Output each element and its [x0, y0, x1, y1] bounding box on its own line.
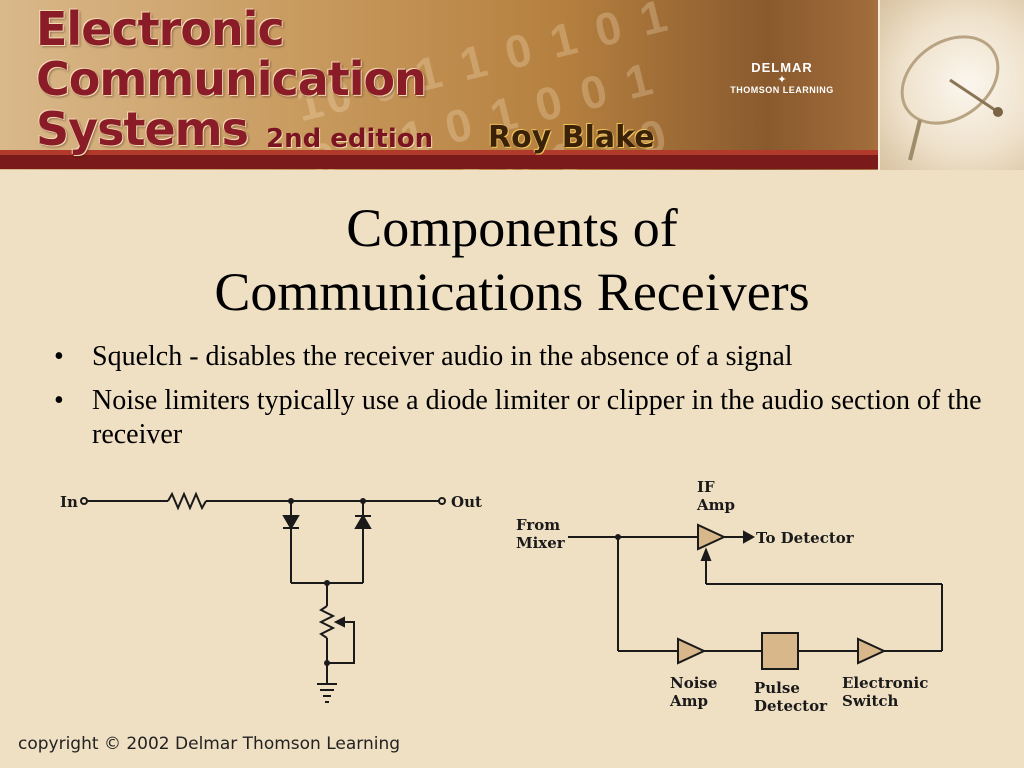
- electronic-switch-label-line-2: Switch: [842, 692, 899, 710]
- diode-limiter-circuit: In Out: [60, 491, 482, 703]
- noise-amp-label-line-2: Amp: [669, 692, 708, 710]
- bullet-text: Squelch - disables the receiver audio in…: [92, 341, 793, 372]
- slide-title-line-2: Communications Receivers: [214, 262, 810, 322]
- limiter-diode-down: [282, 515, 300, 530]
- pulse-detector-block: [761, 632, 799, 670]
- satellite-dish-image: [878, 0, 1024, 170]
- bullet-text: Noise limiters typically use a diode lim…: [92, 385, 982, 450]
- arrow-right-icon: [743, 530, 756, 544]
- publisher-star-icon: ✦: [777, 74, 787, 86]
- to-detector-label: To Detector: [756, 529, 855, 547]
- limiter-input-label: In: [60, 493, 78, 511]
- book-banner: 10 0 1 1 0 1 0 10 1 1 0 1 0 0 11 0 1 0 0…: [0, 0, 1024, 170]
- limiter-diode-up: [354, 514, 372, 529]
- bias-potentiometer: [318, 605, 336, 639]
- gate-control-arrow-icon: [700, 547, 712, 561]
- limiter-output-label: Out: [451, 493, 482, 511]
- pulse-detector-label-line-1: Pulse: [754, 679, 800, 697]
- electronic-switch-symbol: [857, 637, 887, 665]
- circuit-diagrams: In Out From Mixer IF Amp: [60, 478, 943, 715]
- bullet-item-squelch: • Squelch - disables the receiver audio …: [54, 340, 994, 374]
- satellite-dish-icon: [900, 35, 1003, 161]
- slide-title: Components of Communications Receivers: [0, 196, 1024, 324]
- publisher-logo: DELMAR ✦ THOMSON LEARNING: [712, 60, 852, 95]
- bullet-list: • Squelch - disables the receiver audio …: [54, 340, 994, 462]
- electronic-switch-label-line-1: Electronic: [842, 674, 928, 692]
- book-title-line-2: Communication: [36, 52, 427, 106]
- publisher-name: DELMAR: [751, 60, 813, 75]
- from-mixer-label-line-2: Mixer: [516, 534, 566, 552]
- book-author: Roy Blake: [488, 120, 655, 155]
- book-title-line-3: Systems: [36, 102, 249, 156]
- if-amp-label-line-2: Amp: [696, 496, 735, 514]
- series-resistor: [167, 491, 207, 511]
- pulse-detector-label-line-2: Detector: [754, 697, 828, 715]
- if-amp-label-line-1: IF: [697, 478, 715, 496]
- input-terminal: [80, 497, 88, 505]
- if-amplifier-symbol: [697, 523, 727, 551]
- copyright-notice: copyright © 2002 Delmar Thomson Learning: [18, 734, 401, 754]
- book-edition: 2nd edition: [266, 124, 434, 154]
- bullet-marker: •: [54, 341, 64, 372]
- noise-amplifier-symbol: [677, 637, 707, 665]
- bullet-marker: •: [54, 385, 64, 416]
- slide-title-line-1: Components of: [346, 198, 678, 258]
- noise-amp-label-line-1: Noise: [670, 674, 717, 692]
- from-mixer-label-line-1: From: [516, 516, 560, 534]
- output-terminal: [438, 497, 446, 505]
- book-title-line-1: Electronic: [36, 2, 285, 56]
- bullet-item-noise-limiters: • Noise limiters typically use a diode l…: [54, 384, 994, 452]
- noise-blanker-diagram: From Mixer IF Amp To Detector Noise Amp …: [516, 478, 943, 715]
- banner-band: [0, 155, 878, 169]
- publisher-group: THOMSON LEARNING: [730, 85, 834, 95]
- banner-accent-stripe: [0, 150, 878, 155]
